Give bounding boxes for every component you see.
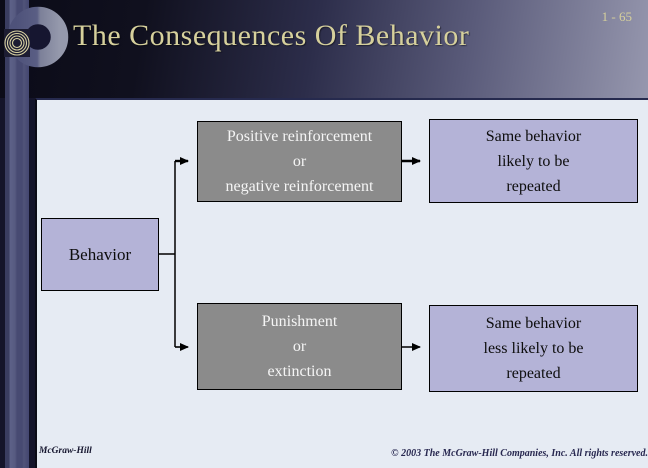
- copyright-notice: © 2003 The McGraw-Hill Companies, Inc. A…: [391, 448, 648, 459]
- punishment-box: Punishment or extinction: [197, 303, 402, 390]
- behavior-box: Behavior: [41, 218, 159, 291]
- flow-arrows: [158, 157, 421, 351]
- behavior-less-repeated-box: Same behavior less likely to be repeated: [429, 305, 638, 392]
- behavior-repeated-box: Same behavior likely to be repeated: [429, 119, 638, 203]
- publisher-label: McGraw-Hill: [39, 446, 92, 456]
- slide-header: The Consequences Of Behavior 1 - 65: [0, 0, 648, 98]
- ring-logo-icon: [4, 6, 69, 68]
- slide-body: Behavior Positive reinforcement or negat…: [35, 98, 648, 468]
- reinforcement-box: Positive reinforcement or negative reinf…: [197, 121, 402, 202]
- concentric-circles-icon: [4, 29, 30, 57]
- sidebar-decoration: [5, 0, 29, 468]
- slide-title: The Consequences Of Behavior: [73, 19, 470, 52]
- page-number: 1 - 65: [601, 9, 632, 24]
